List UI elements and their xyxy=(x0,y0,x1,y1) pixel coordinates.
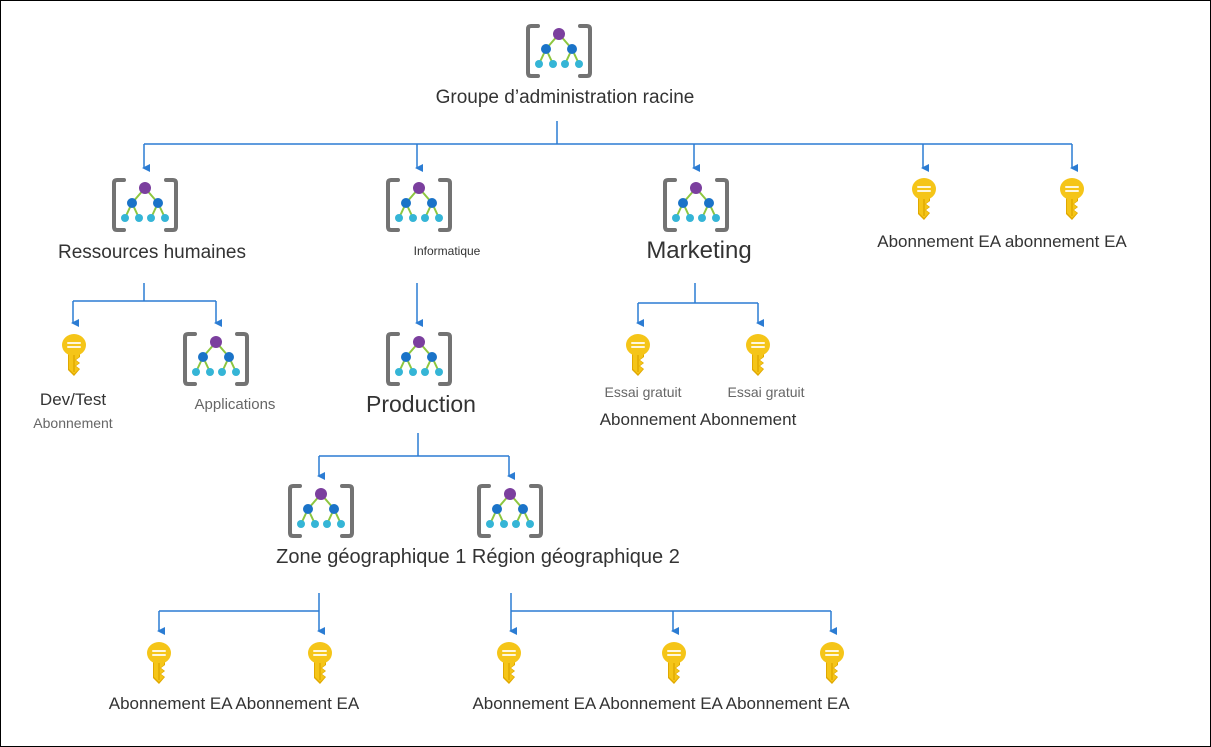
production-group-label: Production xyxy=(366,391,476,417)
management-group-icon xyxy=(526,23,592,84)
management-group-icon xyxy=(386,177,452,238)
subscription-key-icon xyxy=(1060,177,1084,226)
management-group-icon xyxy=(477,483,543,544)
management-group-icon xyxy=(663,177,729,238)
subscription-key-icon xyxy=(662,641,686,690)
devtest-subscription-label: Abonnement xyxy=(33,415,113,431)
devtest-label: Dev/Test xyxy=(39,390,107,409)
marketing-group-label: Marketing xyxy=(646,237,752,264)
subscription-key-icon xyxy=(746,333,770,382)
subscription-key-icon xyxy=(626,333,650,382)
subscription-key-icon xyxy=(147,641,171,690)
subscription-key-icon xyxy=(912,177,936,226)
subscription-key-icon xyxy=(820,641,844,690)
hr-group-label: Ressources humaines xyxy=(58,242,246,263)
trial-subscriptions-label: Abonnement Abonnement xyxy=(599,410,797,429)
subscription-key-icon xyxy=(62,333,86,382)
management-group-icon xyxy=(112,177,178,238)
geo1-subscriptions-label: Abonnement EA Abonnement EA xyxy=(108,694,360,713)
free-trial-label-1: Essai gratuit xyxy=(604,384,682,400)
subscription-key-icon xyxy=(497,641,521,690)
applications-group-label: Applications xyxy=(194,396,276,413)
management-group-icon xyxy=(386,331,452,392)
geo-groups-label: Zone géographique 1 Région géographique … xyxy=(276,546,680,568)
free-trial-label-2: Essai gratuit xyxy=(727,384,805,400)
management-group-icon xyxy=(183,331,249,392)
management-group-icon xyxy=(288,483,354,544)
root-subscriptions-label: Abonnement EA abonnement EA xyxy=(877,232,1127,251)
subscription-key-icon xyxy=(308,641,332,690)
root-management-group-label: Groupe d’administration racine xyxy=(435,87,695,108)
it-group-label: Informatique xyxy=(413,244,481,258)
geo2-subscriptions-label: Abonnement EA Abonnement EA Abonnement E… xyxy=(472,694,850,713)
